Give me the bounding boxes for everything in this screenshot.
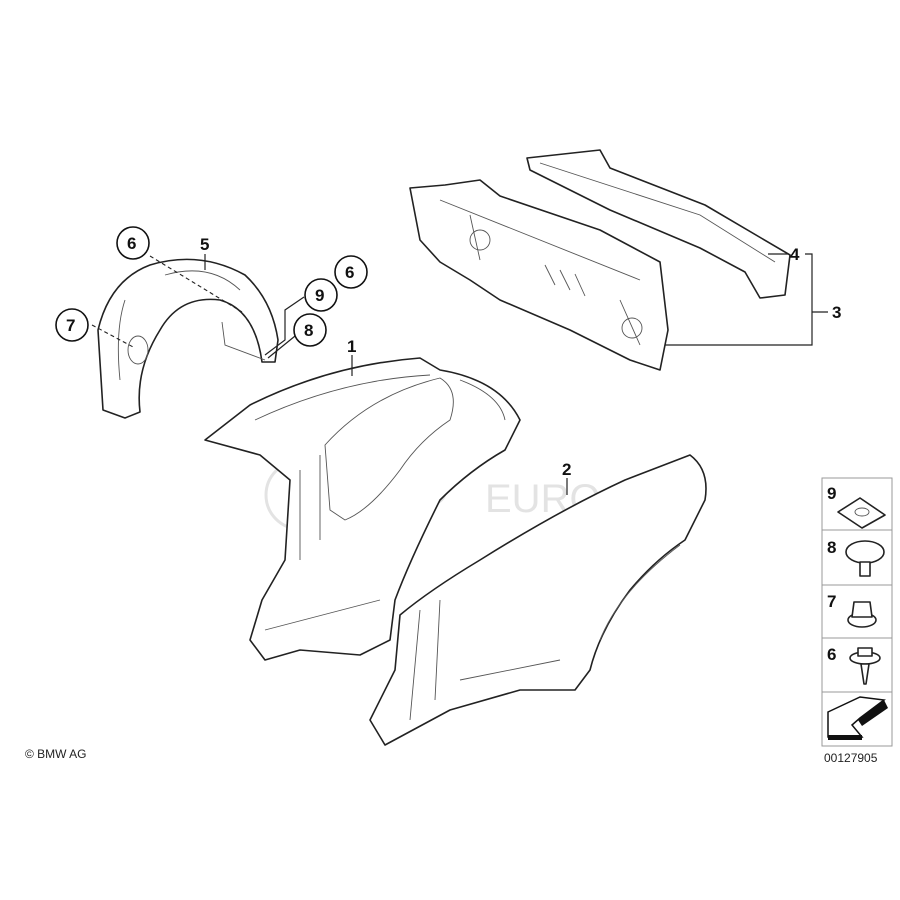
legend-item-6-hex-screw: 6 [827,645,881,685]
callout-9: 9 [304,278,338,312]
part-1-side-frame[interactable] [204,357,521,661]
copyright: © BMW AG [25,747,87,761]
fastener-legend: 9 8 7 6 [821,477,893,747]
callout-6-left: 6 [116,226,150,260]
legend-item-7-hex-nut: 7 [827,592,877,628]
callout-2: 2 [562,460,571,479]
svg-text:8: 8 [827,538,836,557]
callout-8: 8 [293,313,327,347]
callout-4: 4 [790,245,800,264]
callout-1: 1 [347,337,356,356]
callout-5: 5 [200,235,209,254]
callout-6-right: 6 [334,255,368,289]
part-5-wheel-arch-liner[interactable] [97,258,279,419]
legend-item-9-clip-nut: 9 [827,484,886,529]
part-4-rear-reinforcement[interactable] [526,149,791,299]
svg-text:7: 7 [66,316,75,335]
svg-text:9: 9 [827,484,836,503]
direction-arrow-icon [827,696,888,740]
callout-7: 7 [55,308,89,342]
svg-text:7: 7 [827,592,836,611]
diagram-id: 00127905 [824,751,878,765]
svg-text:8: 8 [304,321,313,340]
part-2-side-panel-outer[interactable] [369,454,707,746]
callout-3: 3 [832,303,841,322]
part-3-rear-panel[interactable] [409,179,669,371]
svg-text:6: 6 [345,263,354,282]
svg-text:9: 9 [315,286,324,305]
svg-text:6: 6 [127,234,136,253]
legend-item-8-expanding-rivet: 8 [827,538,885,577]
svg-text:6: 6 [827,645,836,664]
